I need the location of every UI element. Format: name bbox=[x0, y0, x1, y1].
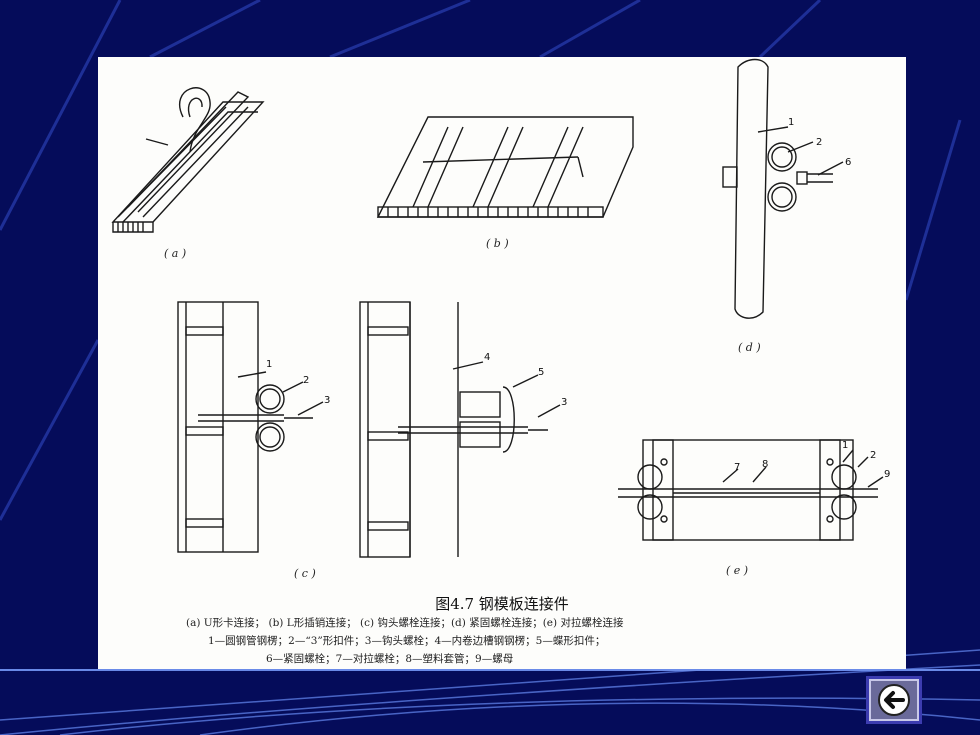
part-number: 2 bbox=[816, 137, 823, 148]
part-number: 2 bbox=[870, 450, 877, 461]
figure-caption-line: (a) U形卡连接； (b) L形插销连接； (c) 钩头螺栓连接；(d) 紧固… bbox=[186, 617, 624, 629]
label-d: ( d ) bbox=[738, 341, 761, 354]
part-number: 1 bbox=[266, 359, 273, 370]
drawing-a bbox=[111, 87, 265, 233]
drawing-c1 bbox=[177, 301, 324, 553]
part-number: 8 bbox=[762, 459, 769, 470]
back-button[interactable] bbox=[866, 676, 922, 724]
part-number: 9 bbox=[884, 469, 891, 480]
part-number: 1 bbox=[842, 440, 849, 451]
part-number: 1 bbox=[788, 117, 795, 128]
drawing-e bbox=[618, 439, 884, 541]
connector-drawings bbox=[111, 58, 884, 558]
label-a: ( a ) bbox=[164, 247, 187, 260]
label-e: ( e ) bbox=[726, 564, 749, 577]
drawing-c2 bbox=[359, 301, 561, 558]
part-number: 5 bbox=[538, 367, 545, 378]
part-number: 4 bbox=[484, 352, 491, 363]
part-number: 7 bbox=[734, 462, 741, 473]
figure-panel: ( a ) ( b ) ( d ) ( c ) ( e ) 1 2 6 1 2 … bbox=[98, 57, 906, 669]
left-arrow-icon bbox=[878, 684, 910, 716]
label-c: ( c ) bbox=[294, 567, 316, 580]
drawing-b bbox=[376, 116, 634, 218]
part-number: 3 bbox=[561, 397, 568, 408]
part-number: 3 bbox=[324, 395, 331, 406]
label-b: ( b ) bbox=[486, 237, 509, 250]
part-number: 2 bbox=[303, 375, 310, 386]
part-number: 6 bbox=[845, 157, 852, 168]
figure-caption-line: 6—紧固螺栓；7—对拉螺栓；8—塑料套管；9—螺母 bbox=[266, 653, 514, 665]
figure-caption-line: 1—圆钢管钢楞；2—“3”形扣件；3—钩头螺栓；4—内卷边槽钢钢楞；5—蝶形扣件… bbox=[208, 635, 606, 647]
drawing-d bbox=[722, 58, 844, 319]
figure-caption-title: 图4.7 钢模板连接件 bbox=[435, 595, 569, 613]
